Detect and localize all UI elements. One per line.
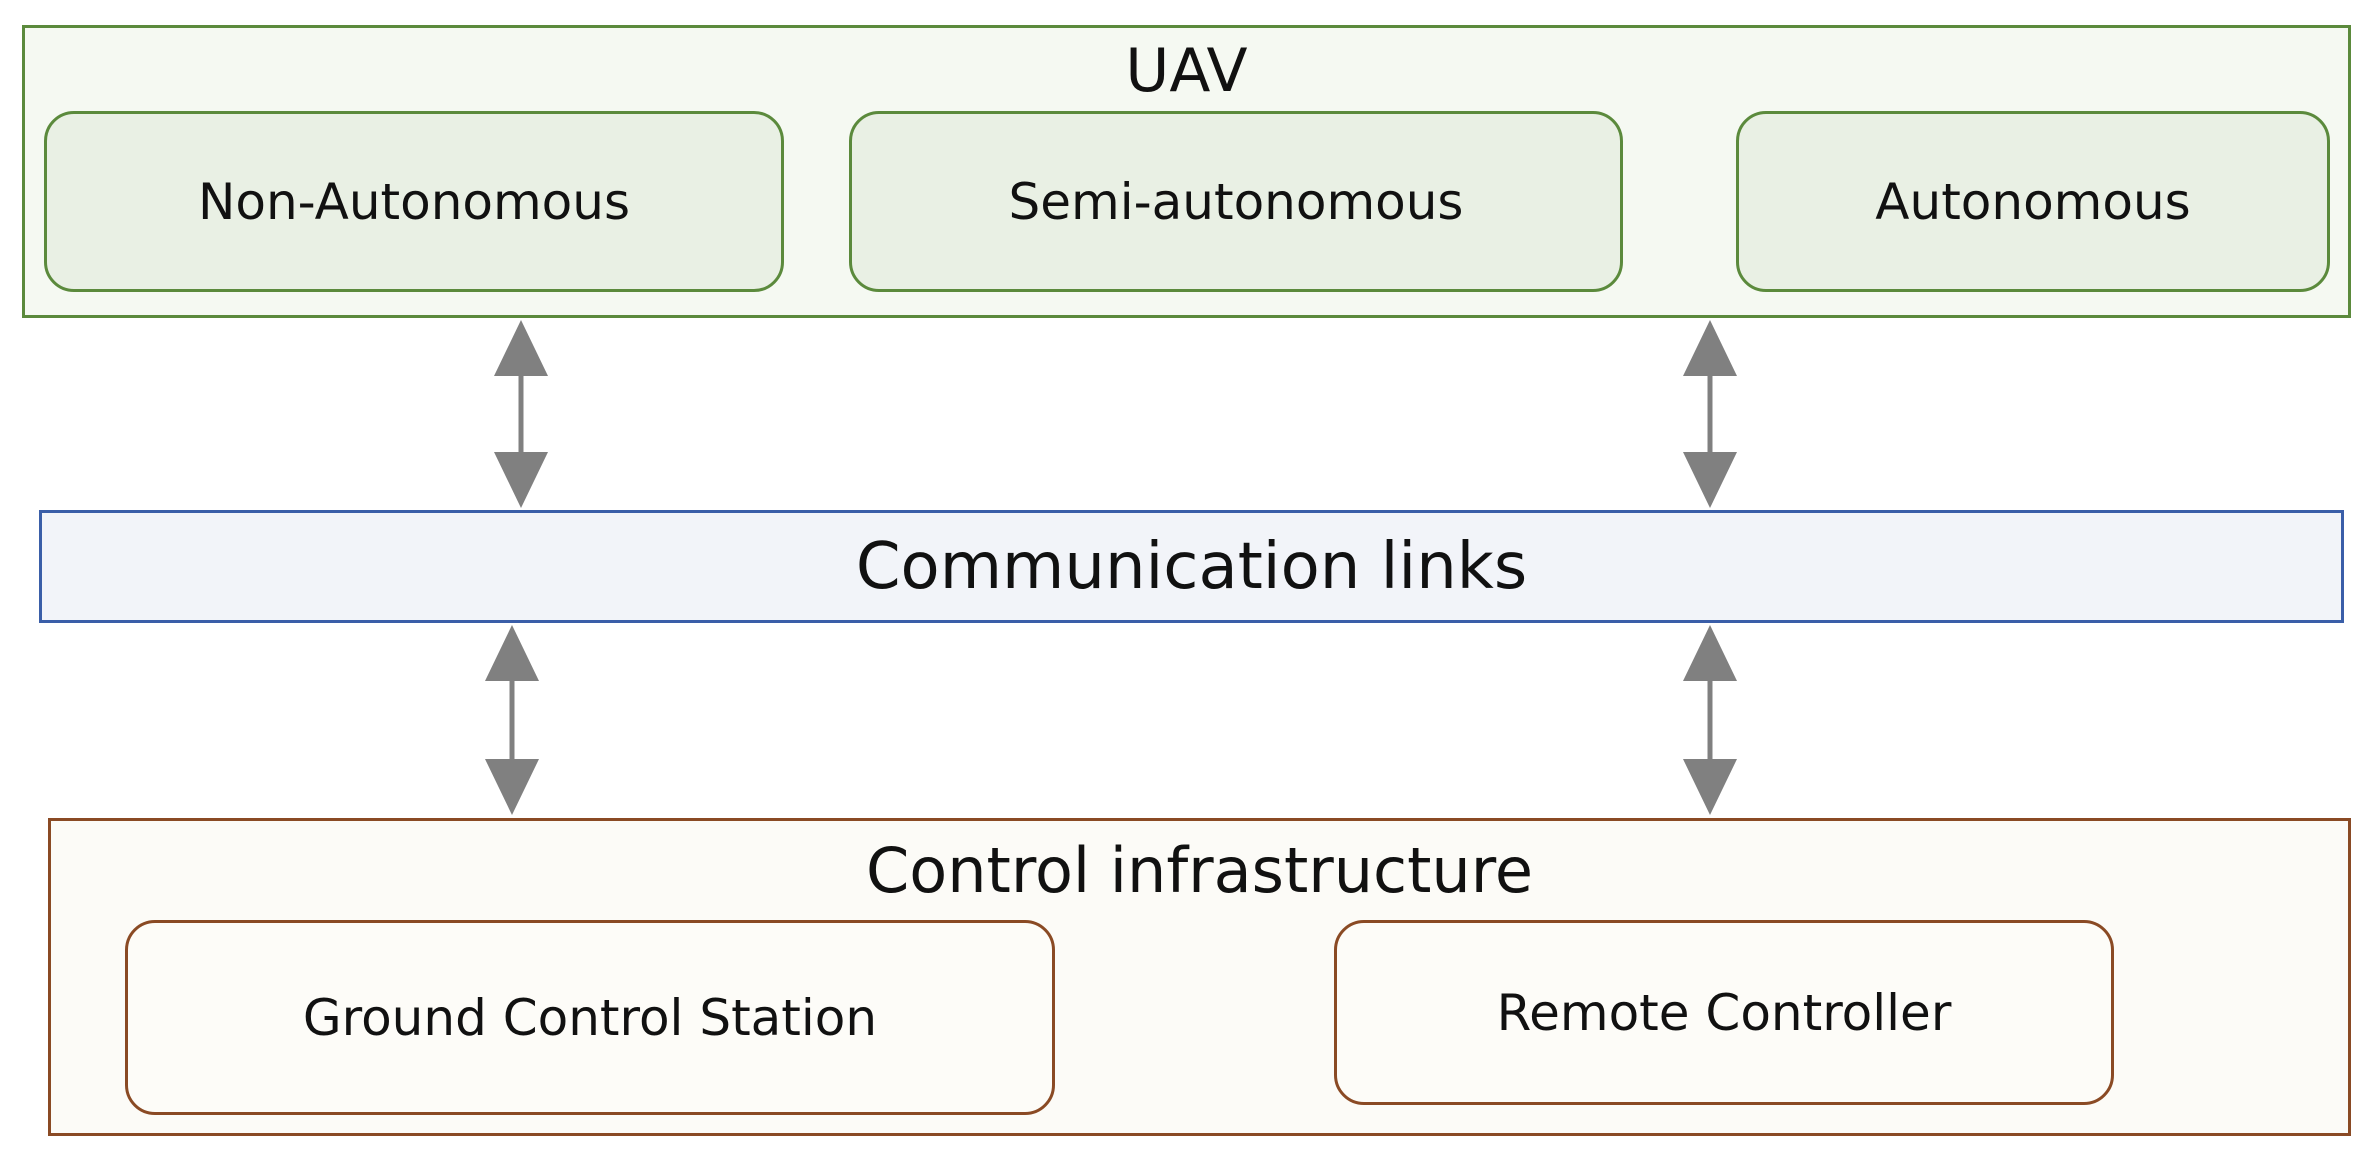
uav-title: UAV <box>1125 36 1248 106</box>
uav-type-autonomous: Autonomous <box>1736 111 2330 292</box>
communication-links-box: Communication links <box>39 510 2344 623</box>
arrow-uav-comm-right <box>1683 320 1737 508</box>
communication-links-label: Communication links <box>855 529 1528 604</box>
control-component-label: Remote Controller <box>1496 983 1952 1042</box>
uav-type-label: Autonomous <box>1875 172 2191 231</box>
arrow-uav-comm-left <box>494 320 548 508</box>
control-component-label: Ground Control Station <box>302 988 878 1047</box>
arrow-comm-control-left <box>485 625 539 815</box>
uav-type-label: Semi-autonomous <box>1008 172 1464 231</box>
uav-type-semi-autonomous: Semi-autonomous <box>849 111 1623 292</box>
control-infrastructure-title: Control infrastructure <box>865 834 1533 907</box>
arrow-comm-control-right <box>1683 625 1737 815</box>
uav-type-label: Non-Autonomous <box>197 172 631 231</box>
uav-type-non-autonomous: Non-Autonomous <box>44 111 784 292</box>
remote-controller-box: Remote Controller <box>1334 920 2114 1105</box>
ground-control-station-box: Ground Control Station <box>125 920 1055 1115</box>
